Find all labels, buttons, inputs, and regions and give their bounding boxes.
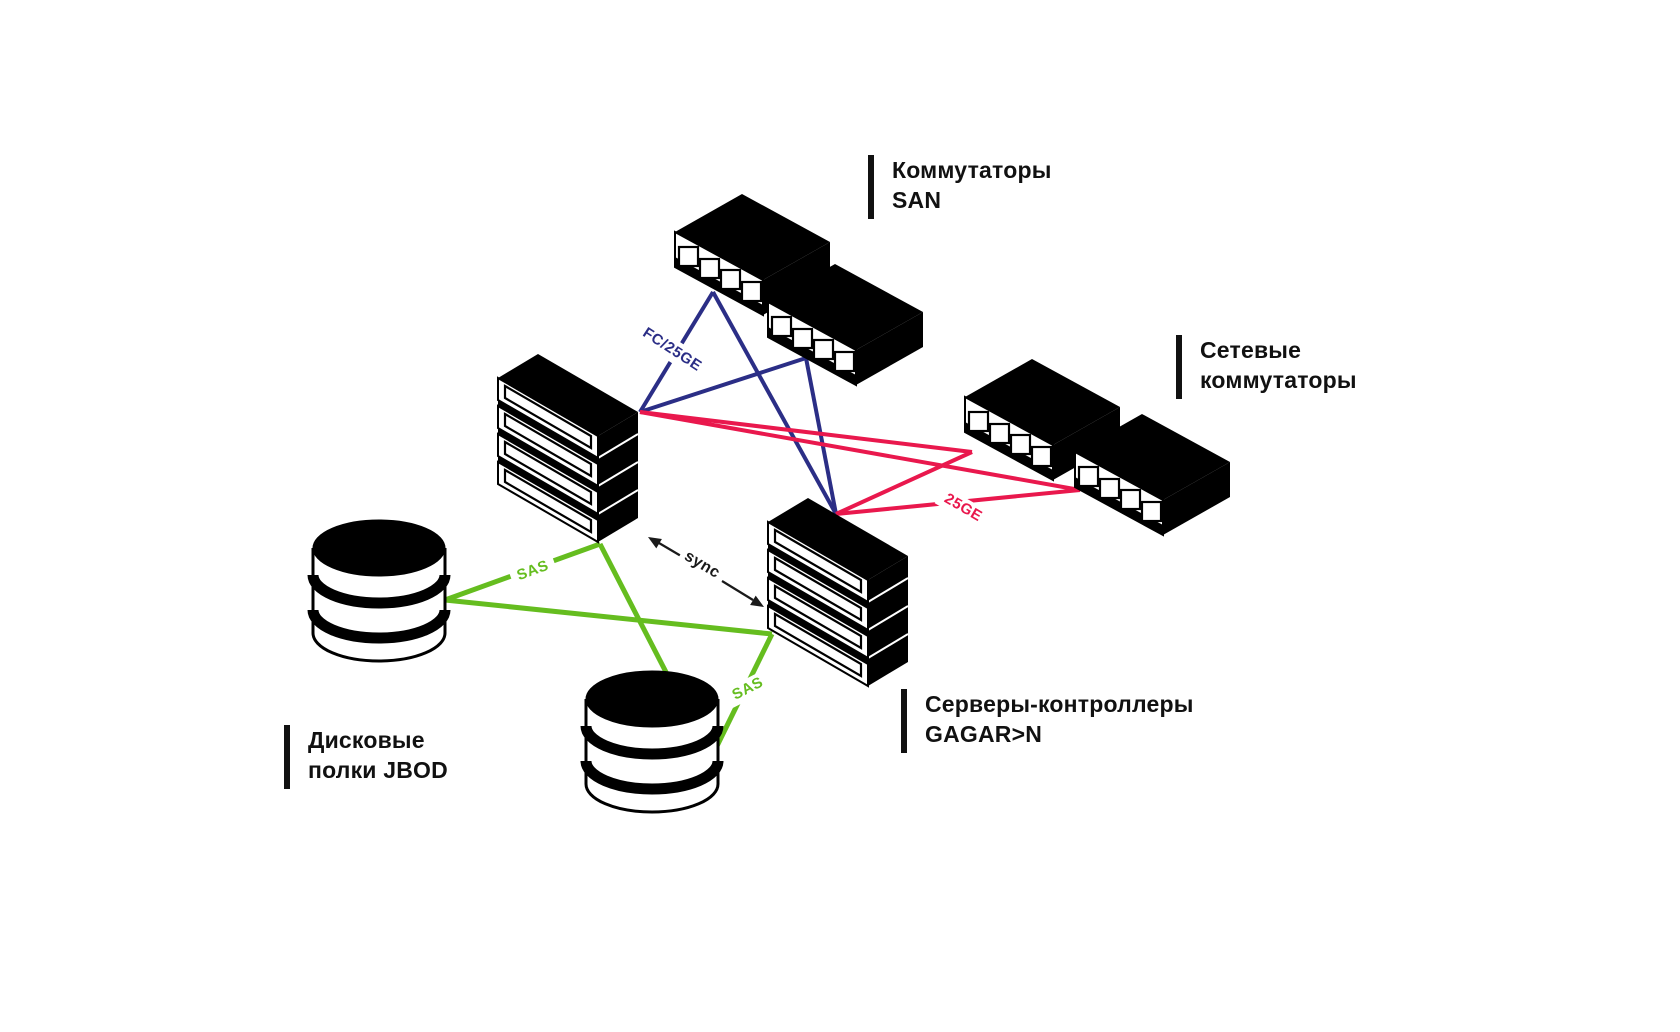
controller-servers-label: Серверы-контроллеры GAGAR>N (901, 689, 1194, 753)
sync-link-label: sync (675, 543, 729, 587)
sas-link-label-right: SAS (722, 669, 774, 709)
controller-server-2 (766, 496, 910, 688)
fc-link-line (804, 357, 838, 515)
controller-server-1 (496, 352, 640, 544)
sync-link (648, 537, 764, 607)
controller-servers-label-line2: GAGAR>N (925, 721, 1043, 747)
fc-link-line (711, 291, 838, 515)
jbod-shelf-1 (313, 520, 445, 661)
ge-links (639, 410, 1081, 516)
jbod-shelf-2 (586, 671, 718, 812)
sas-link-label-left: SAS (507, 553, 559, 589)
label-bar (284, 725, 290, 789)
ge-link-line (639, 410, 973, 454)
san-switches-label: Коммутаторы SAN (868, 155, 1052, 219)
svg-text:FC/25GE: FC/25GE (640, 324, 705, 375)
sync-arrowhead-left (648, 537, 662, 549)
jbod-shelves-label: Дисковые полки JBOD (284, 725, 448, 789)
jbod-shelves-label-line1: Дисковые (308, 727, 425, 753)
ge-link-label: 25GE (934, 485, 992, 531)
sync-arrowhead-right (750, 595, 764, 607)
fc-link-label: FC/25GE (630, 317, 714, 383)
sas-link-line (444, 597, 773, 637)
label-bar (1176, 335, 1182, 399)
san-switches-label-line2: SAN (892, 187, 942, 213)
label-bar (868, 155, 874, 219)
ge-link-line (835, 450, 973, 516)
jbod-shelves-label-line2: полки JBOD (308, 757, 448, 783)
svg-text:25GE: 25GE (941, 490, 985, 525)
ge-link-line (639, 410, 1081, 492)
san-switches-label-line1: Коммутаторы (892, 157, 1052, 183)
controller-servers-label-line1: Серверы-контроллеры (925, 691, 1194, 717)
sas-link-line (597, 542, 671, 678)
label-bar (901, 689, 907, 753)
network-switches-label: Сетевые коммутаторы (1176, 335, 1357, 399)
network-switches-label-line2: коммутаторы (1200, 367, 1357, 393)
fc-link-line (639, 356, 807, 414)
network-switches-label-line1: Сетевые (1200, 337, 1302, 363)
